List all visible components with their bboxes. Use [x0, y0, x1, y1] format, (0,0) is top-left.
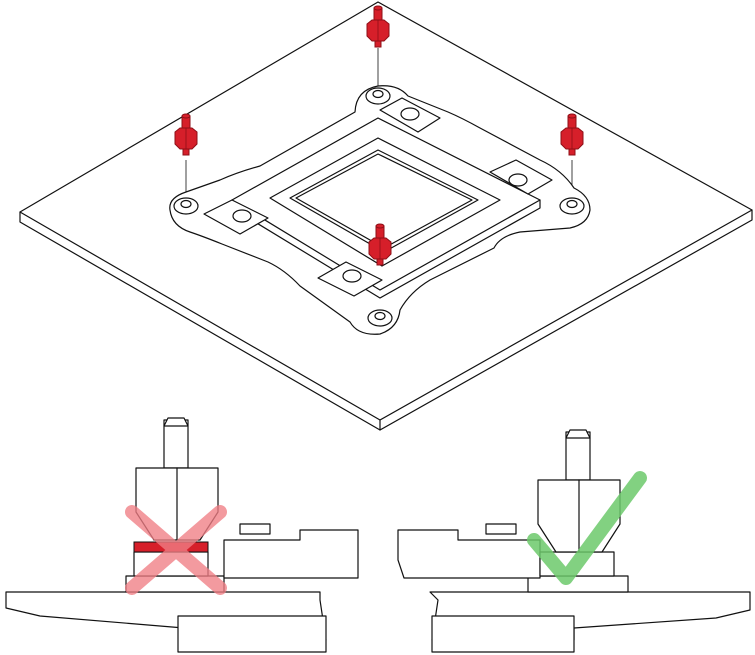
hole-bottom [367, 309, 393, 327]
standoff-bottom [368, 223, 392, 266]
base-plate-right [527, 575, 629, 593]
standoff-right [560, 113, 584, 156]
bracket-left [223, 529, 359, 579]
standoff-holes [173, 87, 585, 327]
hole-right [559, 197, 585, 215]
screw-left [135, 417, 219, 541]
cross-mark-icon [125, 505, 227, 595]
bracket-tab-right [485, 523, 517, 535]
standoff-top [366, 5, 390, 48]
panel-incorrect [5, 417, 359, 653]
standoff-screws [174, 5, 584, 266]
board-lower-block-right [431, 615, 575, 653]
screw-right [537, 429, 621, 553]
cpu-backplate [169, 85, 591, 335]
board-lower-block-left [177, 615, 327, 653]
bracket-tab-left [239, 523, 271, 535]
panel-correct [397, 429, 751, 653]
bracket-right [397, 529, 541, 579]
check-mark-icon [527, 471, 647, 585]
standoff-left [174, 113, 198, 156]
hole-top [365, 87, 391, 105]
hole-left [173, 197, 199, 215]
